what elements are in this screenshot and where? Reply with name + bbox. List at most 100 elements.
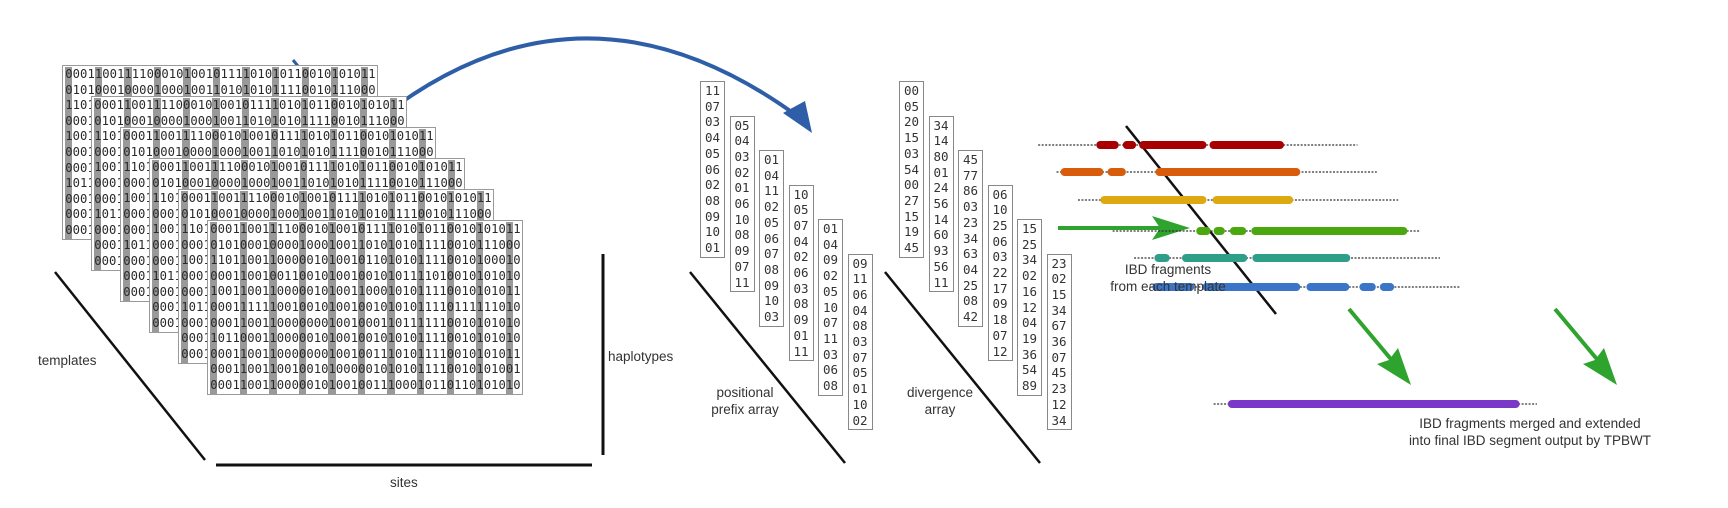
array-value: 16 <box>1021 283 1038 299</box>
array-value: 07 <box>1051 349 1067 365</box>
array-value: 09 <box>822 252 839 268</box>
matrix-row: 0001100110000000100100011011111100101010… <box>210 315 521 332</box>
array-value: 45 <box>962 152 979 167</box>
array-value: 09 <box>992 296 1008 312</box>
matrix-row: 0101000100001000100110101010111100101110… <box>123 144 434 161</box>
array-value: 17 <box>992 280 1008 296</box>
divergence-array-label: divergence array <box>895 384 985 418</box>
array-value: 14 <box>933 133 949 149</box>
matrix-row: 0101000100001000100110101010111100101110… <box>65 82 376 99</box>
array-value: 03 <box>852 334 868 350</box>
array-value: 00 <box>903 177 920 193</box>
template-5-ibd-segment <box>1154 254 1170 262</box>
ibd-fragments-label-line1: IBD fragments <box>1124 262 1212 277</box>
template-4-ibd-segment <box>1196 227 1211 235</box>
array-value: 08 <box>793 296 809 312</box>
array-value: 20 <box>903 114 920 130</box>
array-value: 93 <box>933 243 949 259</box>
array-value: 15 <box>1021 221 1038 236</box>
array-value: 14 <box>933 211 949 227</box>
array-value: 04 <box>793 233 809 249</box>
array-value: 10 <box>734 211 750 227</box>
array-value: 23 <box>1051 255 1067 271</box>
prefix-array-label-line1: positional <box>716 385 774 400</box>
array-value: 07 <box>852 349 868 365</box>
array-value: 23 <box>1051 381 1067 397</box>
array-value: 19 <box>903 224 920 240</box>
array-value: 01 <box>933 164 949 180</box>
array-value: 04 <box>734 133 750 149</box>
array-value: 54 <box>1021 362 1038 378</box>
matrix-row: 0001100110000010100100111000101101101010… <box>210 377 521 394</box>
array-value: 25 <box>1021 236 1038 252</box>
template-1-ibd-segment <box>1122 141 1137 149</box>
array-value: 15 <box>903 208 920 224</box>
array-value: 11 <box>822 330 839 346</box>
array-value: 05 <box>852 365 868 381</box>
template-6-ibd-segment <box>1202 283 1301 291</box>
array-value: 06 <box>992 233 1008 249</box>
array-value: 01 <box>763 152 780 167</box>
array-value: 63 <box>962 246 979 262</box>
array-value: 08 <box>822 378 839 394</box>
matrix-row: 0001111110010010100100101010111101111110… <box>210 299 521 316</box>
array-value: 11 <box>933 274 949 290</box>
array-value: 09 <box>704 208 721 224</box>
template-2-ibd-segment <box>1107 168 1126 176</box>
array-value: 45 <box>903 240 920 256</box>
template-6-ibd-segment <box>1379 283 1395 291</box>
array-value: 08 <box>852 318 868 334</box>
array-value: 03 <box>734 148 750 164</box>
array-value: 05 <box>734 117 750 133</box>
template-4-ibd-segment <box>1213 227 1225 235</box>
array-value: 89 <box>1021 378 1038 394</box>
array-value: 54 <box>903 161 920 177</box>
matrix-row: 0001100111100010100101111010101100101010… <box>152 160 463 176</box>
curved-arrow-head <box>783 101 812 133</box>
matrix-row: 0001100111100010100101111010101100101010… <box>65 67 376 83</box>
array-value: 11 <box>852 271 868 287</box>
array-value: 15 <box>903 130 920 146</box>
array-value: 10 <box>852 396 868 412</box>
array-value: 03 <box>763 309 780 325</box>
array-value: 07 <box>763 246 780 262</box>
array-value: 08 <box>962 293 979 309</box>
matrix-row: 1001100110000010100110001010111100101010… <box>210 284 521 300</box>
array-value: 56 <box>933 258 949 274</box>
array-value: 11 <box>793 343 809 359</box>
array-value: 08 <box>734 227 750 243</box>
array-value: 01 <box>704 240 721 256</box>
array-value: 09 <box>793 312 809 328</box>
template-2-ibd-segment <box>1155 168 1301 176</box>
array-value: 60 <box>933 227 949 243</box>
array-value: 25 <box>992 217 1008 233</box>
array-value: 03 <box>962 199 979 215</box>
array-value: 15 <box>1051 286 1067 302</box>
template-5-ibd-segment <box>1181 254 1248 262</box>
array-value: 06 <box>992 186 1008 202</box>
array-value: 02 <box>1051 271 1067 287</box>
array-value: 12 <box>1051 396 1067 412</box>
prefix-array-diagonal-axis <box>689 271 846 464</box>
matrix-row: 1101100110000010100101101010111100101000… <box>210 253 521 269</box>
array-value: 19 <box>1021 330 1038 346</box>
array-value: 10 <box>992 202 1008 218</box>
array-value: 10 <box>704 224 721 240</box>
array-value: 00 <box>903 83 920 98</box>
array-value: 07 <box>822 315 839 331</box>
template-6-ibd-segment <box>1306 283 1350 291</box>
array-value: 34 <box>933 117 949 133</box>
sites-label: sites <box>390 475 418 490</box>
array-value: 05 <box>704 145 721 161</box>
template-1-ibd-segment <box>1096 141 1119 149</box>
array-value: 03 <box>992 249 1008 265</box>
array-value: 36 <box>1051 334 1067 350</box>
array-value: 24 <box>933 180 949 196</box>
array-value: 07 <box>734 258 750 274</box>
array-value: 02 <box>822 268 839 284</box>
matrix-row: 0001100111100010100101111010101100101010… <box>210 222 521 238</box>
